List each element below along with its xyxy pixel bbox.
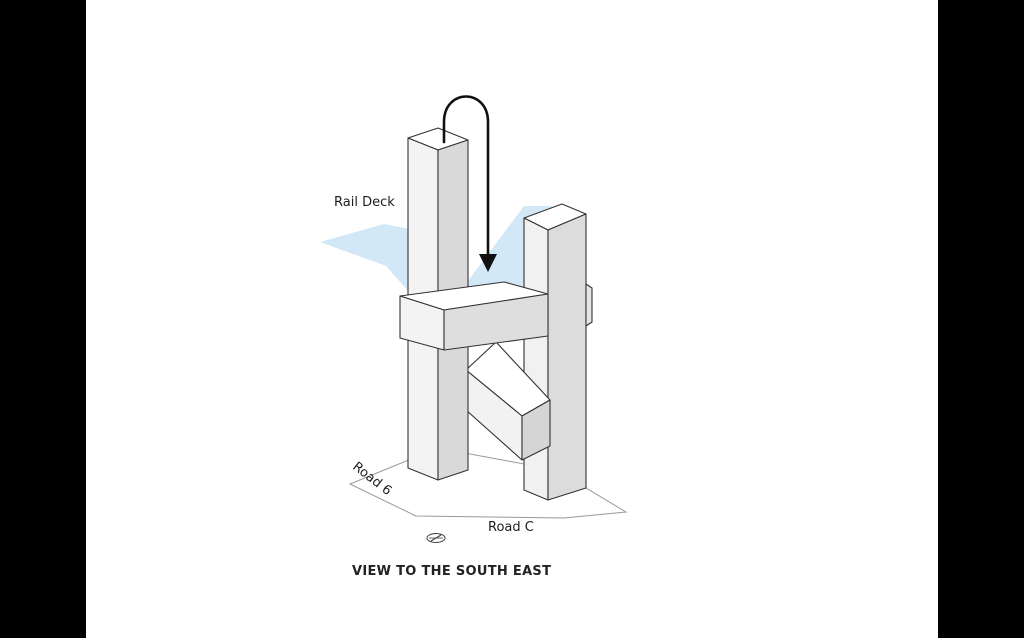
north-arrow-icon [426, 533, 446, 543]
diagram-canvas: Rail Deck Road 6 Road C VIEW TO THE SOUT… [86, 0, 938, 638]
road-6-label: Road 6 [350, 459, 395, 499]
right-tower [523, 203, 593, 501]
view-caption: VIEW TO THE SOUTH EAST [352, 564, 551, 579]
road-c-label: Road C [488, 520, 534, 535]
rail-deck-plane [320, 206, 552, 300]
rail-deck-label: Rail Deck [334, 195, 395, 210]
bridge-bar [399, 281, 549, 351]
down-arrow-icon [442, 95, 497, 272]
massing-diagram: Rail Deck Road 6 Road C VIEW TO THE SOUT… [320, 95, 628, 579]
